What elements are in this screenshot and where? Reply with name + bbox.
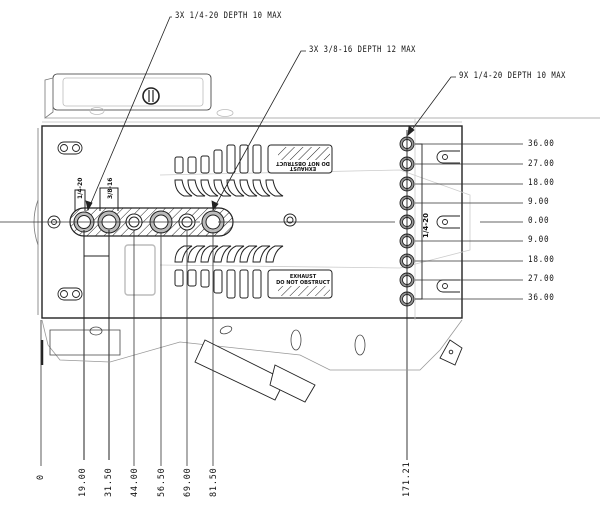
battery-plate [194, 339, 316, 403]
dim-bottom-7: 171.21 [402, 461, 412, 497]
thread-label-right: 1/4-20 [422, 213, 430, 238]
vent-grille-top [174, 144, 284, 197]
camera-bottom-base [40, 319, 463, 371]
callout-leaders [85, 16, 456, 212]
svg-text:EXHAUST: EXHAUST [289, 165, 316, 171]
mount-hole-3-8-16-c [201, 210, 225, 234]
rear-bracket [439, 339, 463, 366]
callout-1-4-20-right: 9X 1/4-20 DEPTH 10 MAX [459, 71, 566, 81]
dim-right-0: 36.00 [528, 139, 555, 149]
callout-1-4-20-top: 3X 1/4-20 DEPTH 10 MAX [175, 11, 282, 21]
svg-text:DO NOT OBSTRUCT: DO NOT OBSTRUCT [276, 160, 330, 166]
center-screw [283, 213, 297, 227]
dim-right-5: 9.00 [528, 235, 550, 245]
handle-knob-icon [142, 87, 160, 105]
svg-text:EXHAUST: EXHAUST [290, 274, 317, 280]
dim-bottom-0: 0 [36, 474, 46, 480]
dim-right-1: 27.00 [528, 159, 555, 169]
dim-right-8: 36.00 [528, 293, 555, 303]
dim-bottom-4: 56.50 [157, 467, 167, 497]
dim-right-6: 18.00 [528, 255, 555, 265]
dim-bottom-3: 44.00 [130, 467, 140, 497]
dim-right-7: 27.00 [528, 274, 555, 284]
screw-pair-top [57, 141, 83, 155]
dim-bottom-6: 81.50 [209, 467, 219, 497]
dim-bottom-2: 31.50 [104, 467, 114, 497]
callout-3-8-16: 3X 3/8-16 DEPTH 12 MAX [309, 45, 416, 55]
right-hole-column [399, 130, 423, 460]
dim-bottom-1: 19.00 [78, 467, 88, 497]
thread-label-3-8-16: 3/8-16 [107, 178, 114, 199]
bottom-dimension-lines [40, 230, 214, 466]
thread-label-brackets [74, 187, 119, 460]
thread-label-1-4-20: 1/4-20 [77, 178, 84, 199]
dim-right-4: 0.00 [528, 216, 550, 226]
svg-text:DO NOT OBSTRUCT: DO NOT OBSTRUCT [276, 280, 330, 286]
screw-pair-bottom [57, 287, 83, 301]
dim-right-2: 18.00 [528, 178, 555, 188]
exhaust-label-bottom: EXHAUST DO NOT OBSTRUCT [267, 269, 333, 299]
dim-bottom-5: 69.00 [183, 467, 193, 497]
dim-right-3: 9.00 [528, 197, 550, 207]
side-clips [436, 150, 460, 293]
exhaust-label-top: DO NOT OBSTRUCT EXHAUST [267, 144, 333, 174]
top-handle [44, 73, 600, 119]
vent-grille-bottom [174, 245, 284, 299]
right-dimension-lines [0, 143, 523, 300]
